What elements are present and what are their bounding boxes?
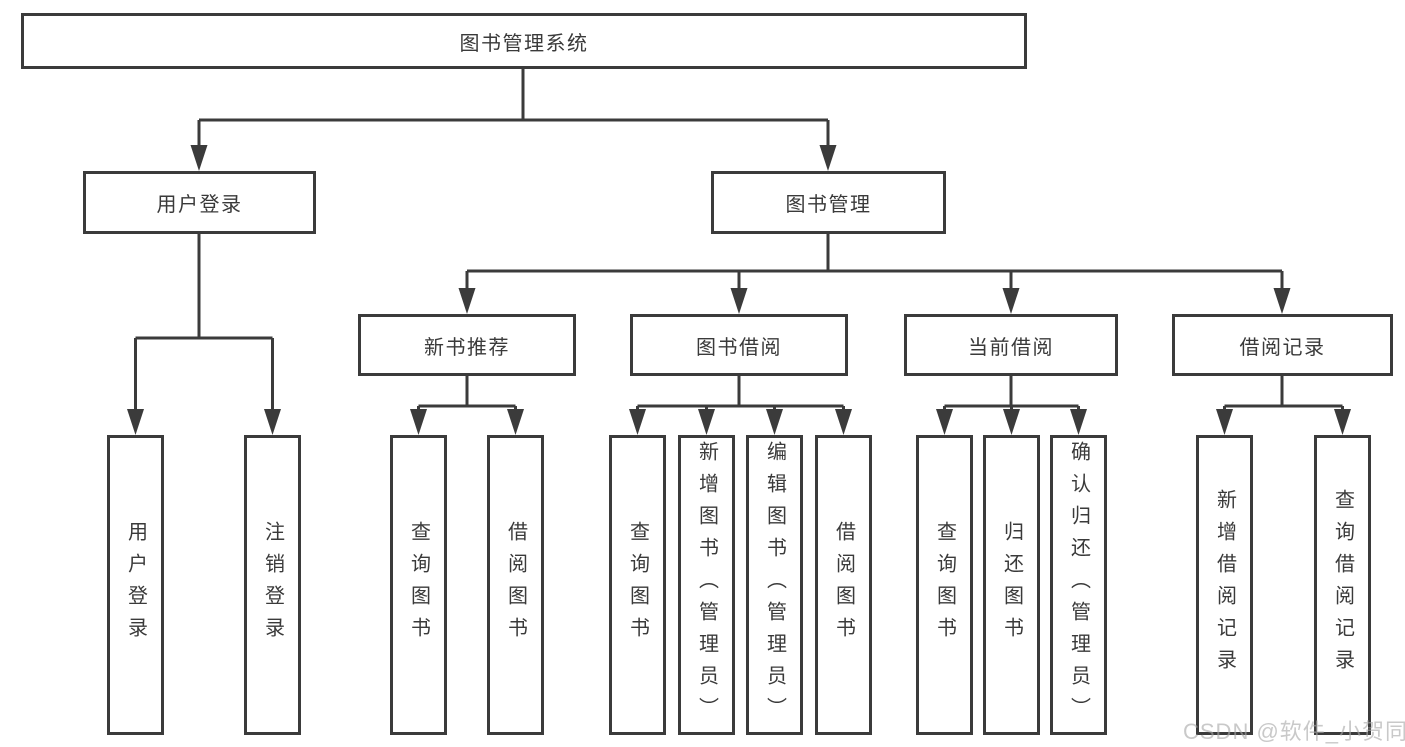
arrowhead-icon-6-1 [1334,409,1351,435]
node-new-book-rec: 新书推荐 [358,314,576,376]
node-label-root: 图书管理系统 [459,32,589,55]
arrowhead-icon-3-0 [410,409,427,435]
connector-branch-2 [465,234,1284,294]
node-label-book-borrow: 图书借阅 [696,336,782,359]
arrowhead-icon-3-1 [507,409,524,435]
node-label-new-book-rec: 新书推荐 [424,336,510,359]
arrowhead-icon-5-1 [1003,409,1020,435]
connector-branch-1 [134,234,274,415]
node-leaf-br-add: 新增借阅记录 [1196,435,1253,735]
node-label-leaf-bb-edit: 编辑图书（管理员） [763,441,786,729]
node-leaf-cb-return: 归还图书 [983,435,1040,735]
node-label-leaf-cb-query: 查询图书 [933,521,956,649]
node-leaf-nbr-borrow: 借阅图书 [487,435,544,735]
node-label-borrow-records: 借阅记录 [1239,336,1326,359]
node-leaf-bb-add: 新增图书（管理员） [678,435,735,735]
arrowhead-icon-6-0 [1216,409,1233,435]
arrowhead-icon-0-0 [190,145,208,171]
node-leaf-bb-borrow: 借阅图书 [815,435,872,735]
node-root: 图书管理系统 [21,13,1027,69]
node-label-user-login: 用户登录 [156,194,243,216]
arrowhead-icon-4-3 [835,409,852,435]
node-leaf-br-query: 查询借阅记录 [1314,435,1371,735]
node-leaf-nbr-query: 查询图书 [390,435,447,735]
connector-branch-4 [636,376,845,415]
node-label-leaf-nbr-borrow: 借阅图书 [504,521,527,649]
node-leaf-bb-edit: 编辑图书（管理员） [746,435,803,735]
node-borrow-records: 借阅记录 [1172,314,1393,376]
arrowhead-icon-4-1 [698,409,715,435]
node-user-login: 用户登录 [83,171,316,234]
node-label-leaf-br-query: 查询借阅记录 [1331,489,1354,681]
node-label-leaf-br-add: 新增借阅记录 [1213,489,1236,681]
node-label-leaf-bb-add: 新增图书（管理员） [695,441,718,729]
arrowhead-icon-4-2 [766,409,783,435]
node-label-leaf-bb-borrow: 借阅图书 [832,521,855,649]
node-label-leaf-nbr-query: 查询图书 [407,521,430,649]
node-label-current-borrow: 当前借阅 [968,336,1054,359]
node-leaf-cb-confirm: 确认归还（管理员） [1050,435,1107,735]
connector-branch-3 [417,376,517,415]
connector-branch-0 [197,69,830,151]
node-leaf-cb-query: 查询图书 [916,435,973,735]
node-label-leaf-bb-query: 查询图书 [626,521,649,649]
node-label-leaf-cb-return: 归还图书 [1000,521,1023,649]
node-leaf-bb-query: 查询图书 [609,435,666,735]
node-book-borrow: 图书借阅 [630,314,848,376]
arrowhead-icon-2-2 [1002,288,1020,314]
arrowhead-icon-5-2 [1070,409,1087,435]
arrowhead-icon-2-3 [1273,288,1291,314]
arrowhead-icon-2-1 [730,288,748,314]
node-current-borrow: 当前借阅 [904,314,1118,376]
node-label-leaf-cb-confirm: 确认归还（管理员） [1067,441,1090,729]
node-leaf-user-login: 用户登录 [107,435,164,735]
arrowhead-icon-1-1 [264,409,281,435]
node-leaf-logout: 注销登录 [244,435,301,735]
node-label-leaf-logout: 注销登录 [261,521,284,649]
node-label-leaf-user-login: 用户登录 [124,521,147,649]
node-label-book-mgmt: 图书管理 [785,194,872,216]
arrowhead-icon-2-0 [458,288,476,314]
connector-branch-6 [1223,376,1344,415]
arrowhead-icon-5-0 [936,409,953,435]
arrowhead-icon-1-0 [127,409,144,435]
arrowhead-icon-0-1 [819,145,837,171]
arrowhead-icon-4-0 [629,409,646,435]
node-book-mgmt: 图书管理 [711,171,946,234]
